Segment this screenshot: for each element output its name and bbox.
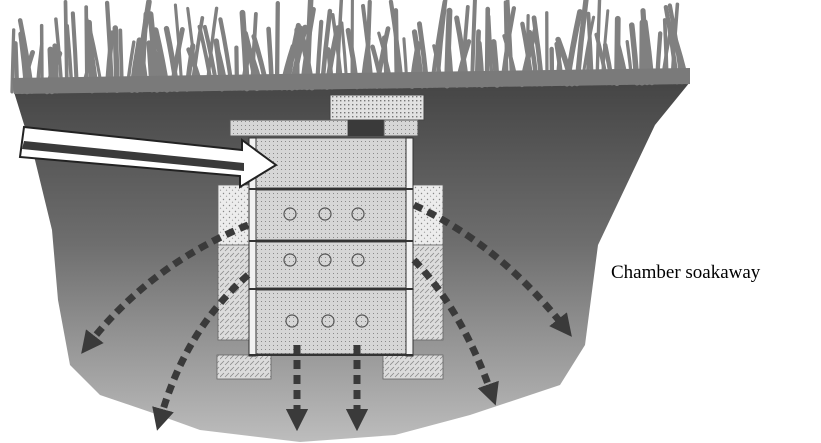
chamber-body xyxy=(249,138,413,356)
cover-opening xyxy=(348,120,384,136)
base-block-right xyxy=(383,355,443,379)
cover-slab-right xyxy=(384,120,418,136)
chamber-ring-2 xyxy=(256,190,408,240)
chamber-wall-right xyxy=(406,138,413,356)
diagram-caption: Chamber soakaway xyxy=(611,262,760,284)
manhole-cover xyxy=(330,95,424,120)
grass-layer xyxy=(12,0,690,94)
chamber-ring-3 xyxy=(256,242,408,288)
chamber-ring-1 xyxy=(256,138,408,188)
cover-slab-left xyxy=(230,120,348,136)
base-block-left xyxy=(217,355,271,379)
chamber-ring-4 xyxy=(256,290,408,354)
